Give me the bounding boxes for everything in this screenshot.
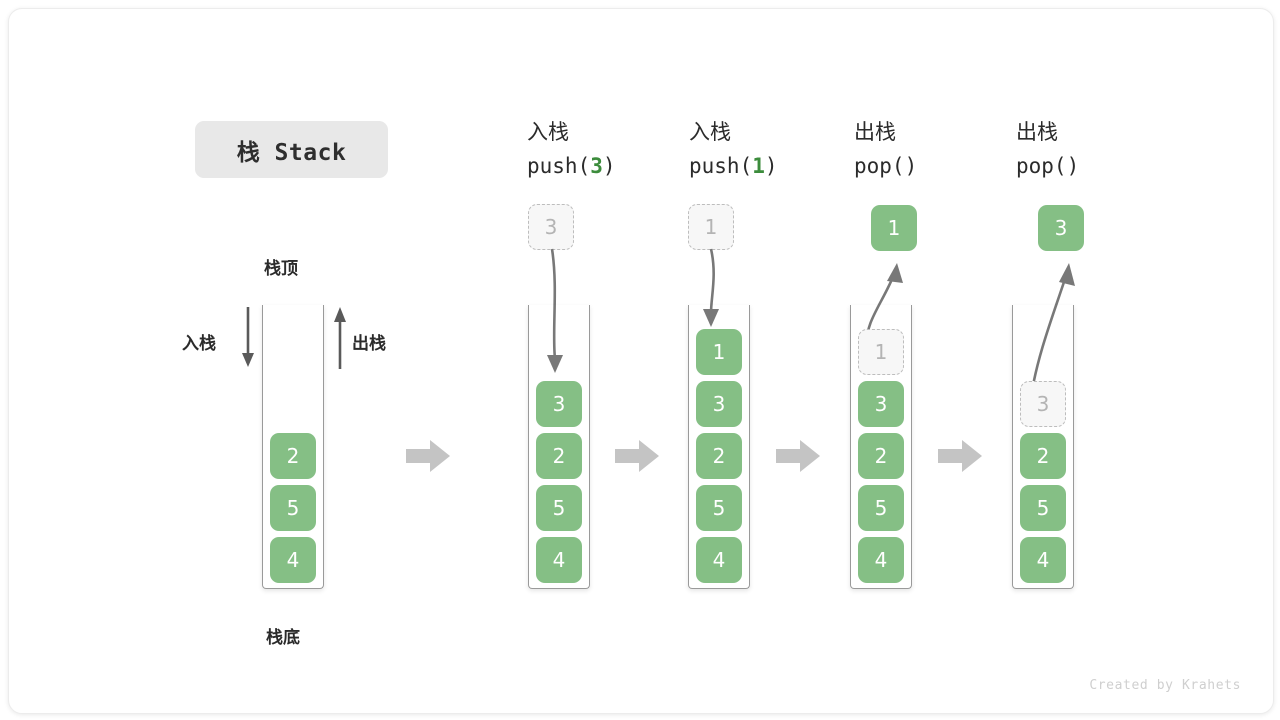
stack-cell: 5 — [696, 485, 742, 531]
stack-cell: 3 — [858, 381, 904, 427]
stack-bottom-label: 栈底 — [266, 628, 300, 647]
stack-cell: 2 — [270, 433, 316, 479]
stack-container-pop-3 — [1012, 305, 1074, 589]
stack-cell: 4 — [858, 537, 904, 583]
step-header-fn: push(3) — [527, 154, 616, 178]
step-arrow — [615, 440, 659, 472]
step-arrow — [406, 440, 450, 472]
stack-container-initial — [262, 305, 324, 589]
ghost-cell-removed: 3 — [1020, 381, 1066, 427]
popped-cell: 3 — [1038, 205, 1084, 251]
step-header-push-1: 入栈 push(1) — [689, 115, 839, 183]
pop-direction-arrow — [334, 307, 346, 369]
push-direction-arrow — [242, 307, 254, 367]
diagram-card: 栈 Stack 栈顶 栈底 入栈 出栈 2 5 4 入栈 push(3) 3 — [8, 8, 1274, 714]
stack-cell: 3 — [696, 381, 742, 427]
step-header-push-3: 入栈 push(3) — [527, 115, 677, 183]
stack-cell: 5 — [1020, 485, 1066, 531]
ghost-cell-incoming: 1 — [688, 204, 734, 250]
stack-cell: 3 — [536, 381, 582, 427]
stack-cell: 5 — [270, 485, 316, 531]
pop-direction-label: 出栈 — [352, 334, 386, 353]
step-arrow — [776, 440, 820, 472]
step-header-fn: push(1) — [689, 154, 778, 178]
stack-container-push-1 — [688, 305, 750, 589]
stack-cell: 5 — [858, 485, 904, 531]
stack-container-pop-1 — [850, 305, 912, 589]
ghost-cell-incoming: 3 — [528, 204, 574, 250]
step-header-pop-1: 出栈 pop() — [854, 115, 1004, 183]
ghost-cell-removed: 1 — [858, 329, 904, 375]
stack-cell: 5 — [536, 485, 582, 531]
stack-cell: 4 — [536, 537, 582, 583]
step-header-fn: pop() — [1016, 154, 1080, 178]
step-header-fn: pop() — [854, 154, 918, 178]
push-direction-label: 入栈 — [182, 334, 216, 353]
title-label: 栈 Stack — [236, 139, 347, 166]
step-header-zh: 出栈 — [1016, 120, 1058, 144]
step-header-zh: 出栈 — [854, 120, 896, 144]
stack-cell: 2 — [696, 433, 742, 479]
step-arrow — [938, 440, 982, 472]
stack-cell: 2 — [536, 433, 582, 479]
step-header-pop-3: 出栈 pop() — [1016, 115, 1166, 183]
watermark: Created by Krahets — [1089, 678, 1241, 693]
popped-cell: 1 — [871, 205, 917, 251]
stack-container-push-3 — [528, 305, 590, 589]
stack-cell: 4 — [696, 537, 742, 583]
stack-cell: 2 — [858, 433, 904, 479]
stack-cell: 4 — [270, 537, 316, 583]
title-badge: 栈 Stack — [195, 121, 388, 178]
stack-cell: 4 — [1020, 537, 1066, 583]
step-header-zh: 入栈 — [527, 120, 569, 144]
stack-cell: 1 — [696, 329, 742, 375]
stack-cell: 2 — [1020, 433, 1066, 479]
stack-top-label: 栈顶 — [264, 259, 298, 278]
step-header-zh: 入栈 — [689, 120, 731, 144]
